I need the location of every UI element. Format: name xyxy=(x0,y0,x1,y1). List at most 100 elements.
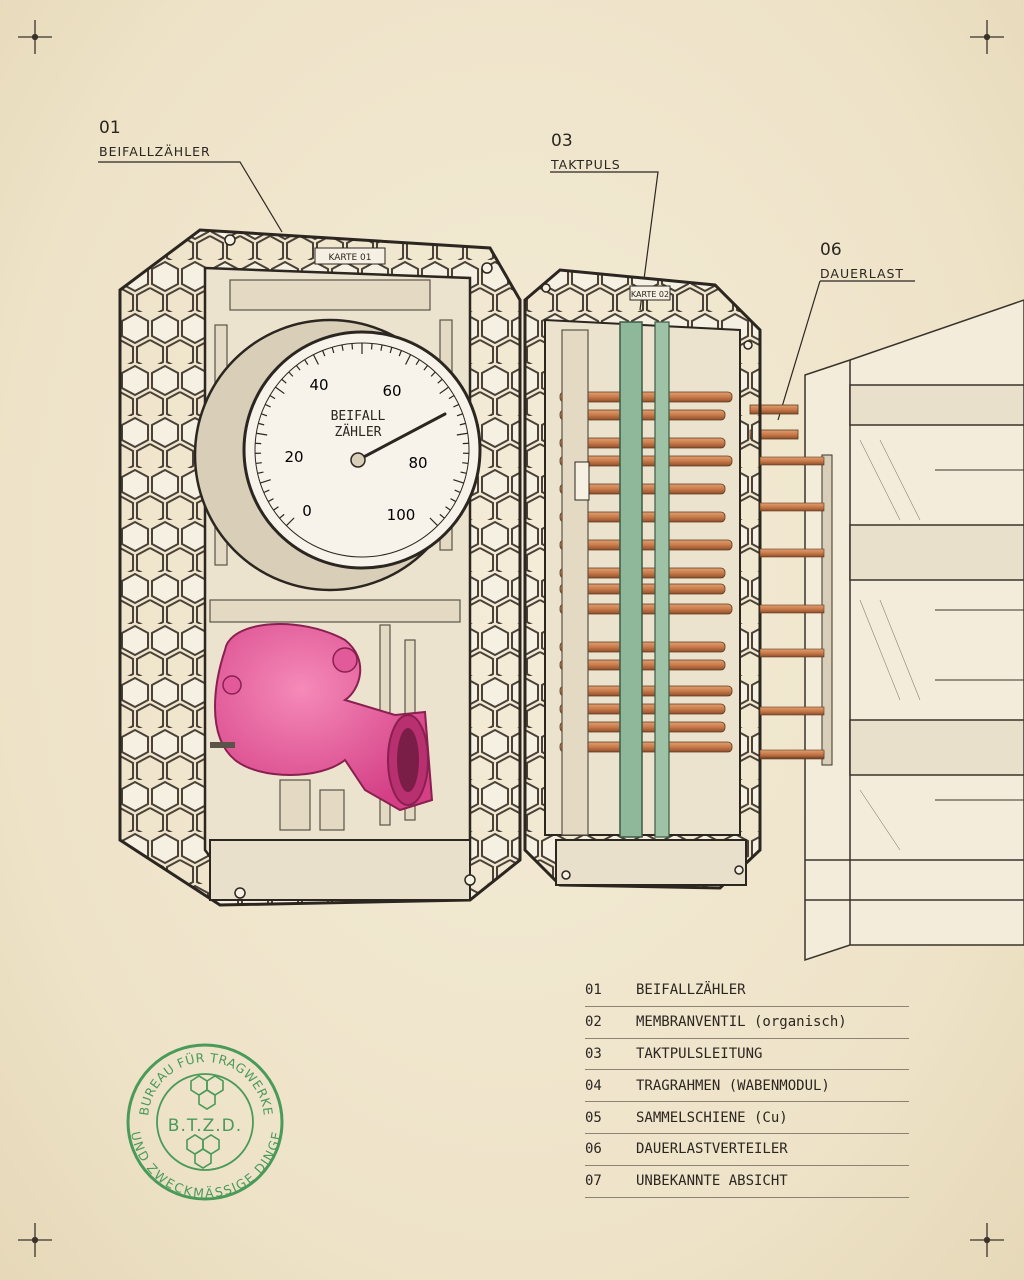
legend-number: 04 xyxy=(585,1077,602,1094)
gauge-tick-mark xyxy=(281,378,287,384)
legend-text: SAMMELSCHIENE (Cu) xyxy=(636,1109,788,1126)
callout-06: 06 DAUERLAST xyxy=(820,240,904,281)
gauge-tick-0: 0 xyxy=(302,502,312,520)
gauge-tick-mark xyxy=(423,365,429,371)
membrane-valve xyxy=(210,623,434,812)
gauge-tick-mark xyxy=(454,489,461,494)
legend-number: 02 xyxy=(585,1014,602,1031)
copper-pipe-outlet xyxy=(759,648,825,658)
gauge-tick-mark xyxy=(255,462,262,465)
gauge-tick-mark xyxy=(453,479,464,484)
gauge-tick-mark xyxy=(258,422,265,426)
legend-text: UNBEKANNTE ABSICHT xyxy=(636,1173,788,1190)
gauge-tick-20: 20 xyxy=(284,448,303,466)
gauge-tick-60: 60 xyxy=(382,382,401,400)
gauge-tick-mark xyxy=(257,471,264,474)
legend-row: 02 MEMBRANVENTIL (organisch) xyxy=(585,1007,909,1039)
legend-text: MEMBRANVENTIL (organisch) xyxy=(636,1014,847,1031)
callout-number: 01 xyxy=(99,118,121,138)
legend-number: 03 xyxy=(585,1045,602,1062)
legend-row: 06 DAUERLASTVERTEILER xyxy=(585,1134,909,1166)
legend-text: DAUERLASTVERTEILER xyxy=(636,1141,788,1158)
gauge-title-line2: ZÄHLER xyxy=(335,424,382,440)
copper-pipe-outlet xyxy=(759,502,825,512)
stamp-center: B.T.Z.D. xyxy=(168,1116,242,1136)
copper-pipe-outlet xyxy=(759,456,825,466)
legend-row: 07 UNBEKANNTE ABSICHT xyxy=(585,1166,909,1198)
legend-row: 01 BEIFALLZÄHLER xyxy=(585,975,909,1007)
gauge-tick-mark xyxy=(351,343,354,350)
gauge-tick-mark xyxy=(267,498,274,503)
legend-number: 01 xyxy=(585,982,602,999)
legend-number: 05 xyxy=(585,1109,602,1126)
callout-number: 03 xyxy=(551,131,573,151)
gauge-tick-mark xyxy=(380,344,383,351)
callout-leaders xyxy=(98,161,915,421)
legend-number: 07 xyxy=(585,1173,602,1190)
gauge-tick-mark xyxy=(448,395,455,400)
copper-pipe xyxy=(559,391,733,403)
legend-row: 05 SAMMELSCHIENE (Cu) xyxy=(585,1102,909,1134)
gauge-needle xyxy=(356,412,447,462)
copper-pipe-outlet xyxy=(759,749,825,759)
copper-pipe xyxy=(559,539,733,551)
gauge-tick-mark xyxy=(462,462,469,465)
gauge-tick-mark xyxy=(437,378,443,384)
gauge-tick-mark xyxy=(322,350,326,357)
card-02-label: KARTE 02 xyxy=(631,290,669,299)
copper-pipe-outlet xyxy=(759,706,825,716)
gauge-tick-mark xyxy=(370,343,373,350)
copper-pipe xyxy=(559,603,733,615)
gauge-tick-mark xyxy=(285,517,295,527)
copper-pipe xyxy=(559,455,733,467)
gauge-tick-mark xyxy=(264,403,271,408)
gauge-tick-mark xyxy=(456,413,463,417)
module-2: KARTE 02 xyxy=(523,268,825,890)
gauge-tick-80: 80 xyxy=(408,454,427,472)
gauge-tick-mark xyxy=(295,365,301,371)
applause-gauge: BEIFALL ZÄHLER 0 20 40 60 80 100 xyxy=(193,318,482,592)
gauge-tick-mark xyxy=(279,513,285,519)
gauge-tick-mark xyxy=(331,347,335,354)
gauge-tick-mark xyxy=(398,350,402,357)
gauge-tick-40: 40 xyxy=(309,376,328,394)
legend-text: BEIFALLZÄHLER xyxy=(636,982,746,999)
copper-pipe xyxy=(559,741,733,753)
gauge-tick-mark xyxy=(439,386,449,395)
gauge-tick-mark xyxy=(273,506,279,511)
gauge-tick-mark xyxy=(261,413,268,417)
callout-03: 03 TAKTPULS xyxy=(551,131,621,172)
bureau-stamp: B.T.Z.D. BUREAU FÜR TRAGWERKE UND ZWECKM… xyxy=(126,1043,284,1201)
gauge-tick-mark xyxy=(450,498,457,503)
gauge-tick-mark xyxy=(304,359,309,366)
parts-legend: 01 BEIFALLZÄHLER 02 MEMBRANVENTIL (organis… xyxy=(585,975,909,1198)
gauge-tick-mark xyxy=(459,422,466,426)
legend-number: 06 xyxy=(585,1141,602,1158)
gauge-title-line1: BEIFALL xyxy=(331,409,386,424)
gauge-tick-mark xyxy=(341,344,344,351)
callout-number: 06 xyxy=(820,240,842,260)
callout-01: 01 BEIFALLZÄHLER xyxy=(99,118,211,159)
callout-label: TAKTPULS xyxy=(551,157,621,172)
gauge-tick-mark xyxy=(429,517,439,527)
gauge-tick-mark xyxy=(263,489,270,494)
gauge-tick-mark xyxy=(445,506,451,511)
gauge-tick-mark xyxy=(260,479,271,484)
gauge-tick-mark xyxy=(312,354,319,365)
registration-marks xyxy=(18,20,1004,1257)
gauge-tick-mark xyxy=(430,371,436,377)
gauge-tick-mark xyxy=(389,347,393,354)
gauge-tick-mark xyxy=(288,371,294,377)
copper-pipe-outlet xyxy=(759,548,825,558)
wall-structure xyxy=(804,299,1024,962)
gauge-tick-100: 100 xyxy=(387,506,416,524)
gauge-tick-mark xyxy=(460,471,467,474)
gauge-tick-mark xyxy=(256,432,268,436)
gauge-tick-mark xyxy=(275,386,285,395)
copper-pipe xyxy=(559,685,733,697)
callout-label: DAUERLAST xyxy=(820,266,905,281)
